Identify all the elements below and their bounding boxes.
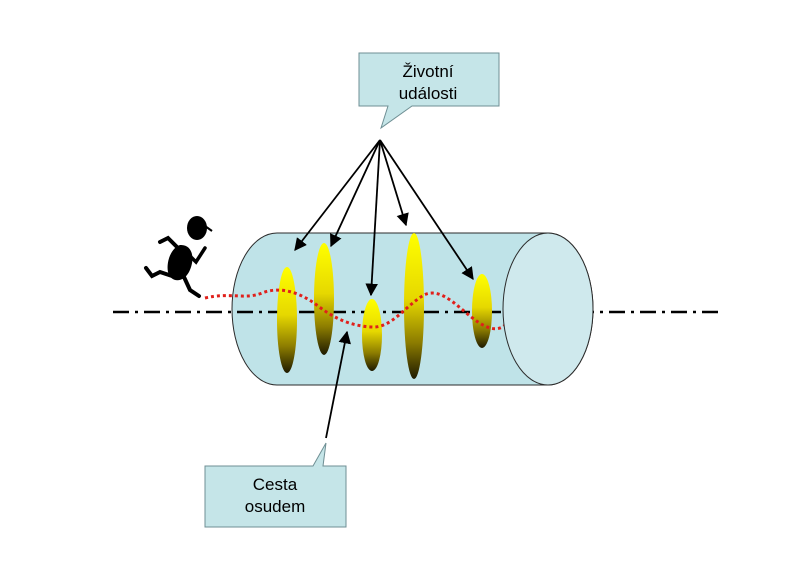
event-disc: [404, 233, 424, 379]
runner-leg-front: [182, 275, 201, 298]
arrow: [330, 139, 381, 248]
event-disc: [314, 243, 334, 355]
arrow: [294, 139, 381, 251]
callout-shape: [358, 52, 500, 130]
path-of-fate-callout: Cesta osudem: [204, 442, 347, 528]
callout-line-2: události: [399, 84, 458, 103]
runner-arm-front: [186, 246, 207, 265]
runner-arm-back: [158, 235, 182, 252]
callout-line-2: osudem: [245, 497, 305, 516]
event-disc: [277, 267, 297, 373]
callout-shape: [204, 442, 347, 528]
callout-line-1: Cesta: [253, 475, 298, 494]
event-discs: [277, 233, 492, 379]
life-event-arrows: [294, 139, 474, 297]
arrow: [379, 139, 474, 281]
callout-line-1: Životní: [402, 62, 453, 81]
fate-arrow: [325, 330, 351, 439]
event-disc: [362, 299, 382, 371]
runner-torso: [167, 244, 193, 281]
running-person-icon: [144, 216, 213, 298]
life-events-callout: Životní události: [358, 52, 500, 130]
cylinder-end-cap: [502, 232, 594, 386]
arrow: [365, 139, 381, 297]
runner-leg-back: [144, 266, 174, 279]
arrow: [379, 139, 409, 227]
runner-head: [187, 216, 207, 240]
event-disc: [472, 274, 492, 348]
runner-hair: [204, 225, 213, 232]
